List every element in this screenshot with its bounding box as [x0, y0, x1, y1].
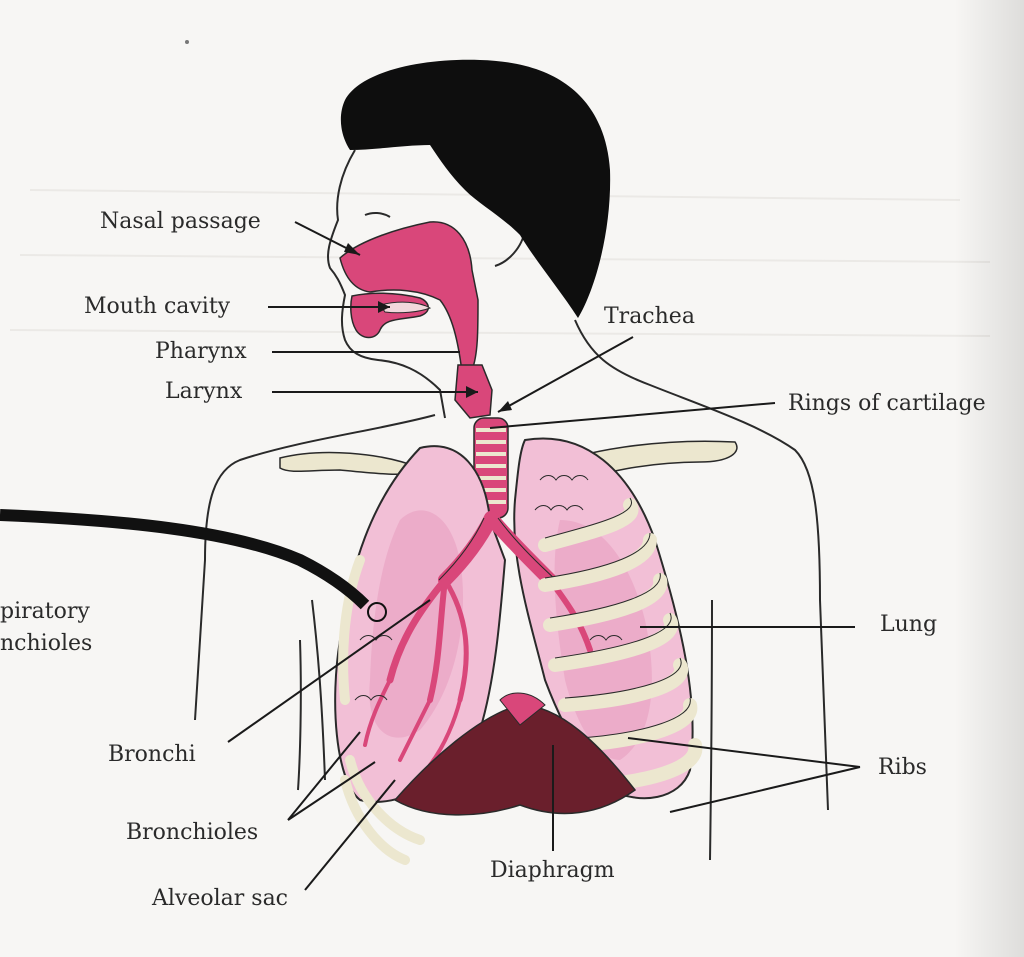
label-nasal-passage: Nasal passage — [100, 209, 261, 234]
mouth-cavity-shape — [350, 292, 429, 339]
leader-arrowheads — [344, 243, 512, 412]
tongue — [379, 301, 432, 314]
label-pharynx: Pharynx — [155, 339, 247, 364]
bronchial-tree — [363, 511, 593, 767]
respiratory-bronchioles-marker — [367, 602, 387, 622]
label-respiratory-bronchioles-2: nchioles — [0, 631, 93, 656]
leader-trachea — [497, 336, 634, 413]
hair — [340, 59, 611, 318]
diaphragm-top — [499, 692, 546, 726]
respiratory-bronchioles-pointer — [0, 509, 370, 610]
ribs-right-outline — [544, 497, 691, 739]
label-trachea: Trachea — [604, 304, 695, 329]
page-edge-shadow — [954, 0, 1024, 957]
leader-bronchioles-b — [287, 761, 376, 821]
label-larynx: Larynx — [165, 379, 243, 404]
label-diaphragm: Diaphragm — [490, 858, 615, 883]
ribs-left — [338, 555, 425, 865]
leader-ribs-b — [669, 766, 861, 813]
label-bronchi: Bronchi — [108, 742, 196, 767]
speck — [185, 40, 189, 44]
label-ribs: Ribs — [878, 755, 927, 780]
leader-alveolar-sac — [304, 779, 396, 891]
label-mouth-cavity: Mouth cavity — [84, 294, 231, 319]
label-bronchioles: Bronchioles — [126, 820, 259, 845]
label-respiratory-bronchioles-1: piratory — [0, 599, 90, 624]
clavicle-left — [279, 451, 422, 475]
label-rings-of-cartilage: Rings of cartilage — [788, 391, 986, 416]
leader-lines — [227, 221, 861, 891]
leader-ribs-a — [627, 737, 861, 768]
bronchial-outline — [438, 517, 557, 581]
label-lung: Lung — [880, 612, 938, 637]
leader-rings — [489, 402, 776, 429]
leader-bronchi — [227, 599, 431, 743]
diaphragm-shape — [393, 704, 637, 816]
leader-bronchioles-a — [287, 731, 361, 821]
label-alveolar-sac: Alveolar sac — [152, 886, 289, 911]
